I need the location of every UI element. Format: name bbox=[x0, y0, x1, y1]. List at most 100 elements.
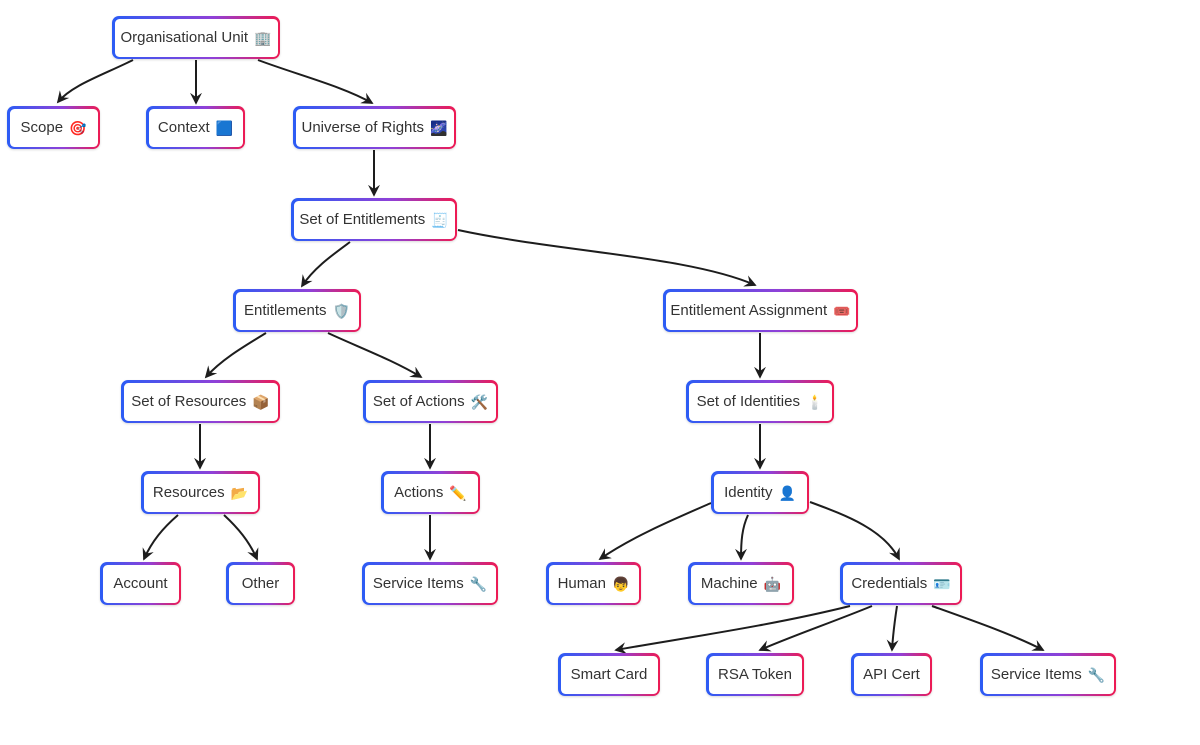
edge-credentials-to-service-items-credentials bbox=[931, 605, 1045, 651]
node-label: Entitlement Assignment bbox=[670, 302, 828, 319]
node-body: Service Items 🔧 bbox=[982, 655, 1114, 694]
node-body: Set of Resources📦 bbox=[123, 382, 278, 421]
edge-credentials-to-smart-card bbox=[614, 605, 851, 655]
node-label: Set of Resources bbox=[131, 393, 247, 410]
edge-organisational-unit-to-universe-of-rights bbox=[257, 59, 374, 104]
node-set-of-actions: Set of Actions 🛠️ bbox=[363, 380, 498, 423]
node-identity: Identity 👤 bbox=[711, 471, 809, 514]
node-body: Credentials 🪪 bbox=[842, 564, 960, 603]
milky-way-icon: 🌌 bbox=[430, 119, 448, 136]
node-rsa-token: RSA Token bbox=[706, 653, 804, 696]
node-body: Entitlement Assignment 🎟️ bbox=[665, 291, 856, 330]
office-building-icon: 🏢 bbox=[254, 29, 272, 46]
node-scope: Scope 🎯 bbox=[7, 106, 100, 149]
node-set-of-resources: Set of Resources📦 bbox=[121, 380, 280, 423]
node-machine: Machine 🤖 bbox=[688, 562, 794, 605]
node-label: Set of Identities bbox=[696, 393, 800, 410]
node-account: Account bbox=[100, 562, 181, 605]
node-service-items-actions: Service Items 🔧 bbox=[362, 562, 498, 605]
node-set-of-entitlements: Set of Entitlements 🧾 bbox=[291, 198, 457, 241]
edge-identity-to-credentials bbox=[809, 501, 900, 561]
candle-icon: 🕯️ bbox=[805, 393, 824, 410]
node-body: Machine 🤖 bbox=[690, 564, 792, 603]
node-body: RSA Token bbox=[708, 655, 802, 694]
node-label: Universe of Rights bbox=[301, 119, 425, 136]
receipt-icon: 🧾 bbox=[431, 211, 449, 228]
node-context: Context🟦 bbox=[146, 106, 245, 149]
node-body: Scope 🎯 bbox=[9, 108, 98, 147]
node-label: Service Items bbox=[990, 666, 1082, 683]
node-body: Resources 📂 bbox=[143, 473, 258, 512]
pencil-icon: ✏️ bbox=[449, 484, 467, 501]
edge-credentials-to-api-cert bbox=[886, 605, 899, 652]
node-label: Organisational Unit bbox=[120, 29, 249, 46]
edge-resources-to-other bbox=[223, 514, 259, 561]
node-body: Other bbox=[228, 564, 293, 603]
node-label: Service Items bbox=[372, 575, 464, 592]
edge-set-of-entitlements-to-entitlement-assignment bbox=[457, 229, 757, 287]
node-entitlement-assignment: Entitlement Assignment 🎟️ bbox=[663, 289, 858, 332]
node-body: Universe of Rights 🌌 bbox=[295, 108, 454, 147]
node-label: Credentials bbox=[851, 575, 928, 592]
edge-entitlements-to-set-of-actions bbox=[327, 332, 423, 378]
node-body: Set of Actions 🛠️ bbox=[365, 382, 496, 421]
node-resources: Resources 📂 bbox=[141, 471, 260, 514]
node-body: Smart Card bbox=[560, 655, 658, 694]
target-icon: 🎯 bbox=[69, 119, 87, 136]
node-body: Identity 👤 bbox=[713, 473, 807, 512]
node-body: Context🟦 bbox=[148, 108, 243, 147]
node-label: API Cert bbox=[863, 666, 920, 683]
node-api-cert: API Cert bbox=[851, 653, 932, 696]
node-label: Scope bbox=[20, 119, 64, 136]
node-credentials: Credentials 🪪 bbox=[840, 562, 962, 605]
shield-icon: 🛡️ bbox=[332, 302, 350, 319]
boy-face-icon: 👦 bbox=[611, 575, 630, 592]
node-universe-of-rights: Universe of Rights 🌌 bbox=[293, 106, 456, 149]
node-label: Set of Entitlements bbox=[299, 211, 426, 228]
node-label: Set of Actions bbox=[372, 393, 465, 410]
bust-silhouette-icon: 👤 bbox=[778, 484, 796, 501]
node-label: Identity bbox=[724, 484, 773, 501]
node-body: Entitlements 🛡️ bbox=[235, 291, 359, 330]
node-body: API Cert bbox=[853, 655, 930, 694]
node-label: RSA Token bbox=[718, 666, 792, 683]
node-body: Set of Identities 🕯️ bbox=[688, 382, 832, 421]
open-folder-icon: 📂 bbox=[230, 484, 249, 501]
node-body: Human 👦 bbox=[548, 564, 639, 603]
edge-entitlements-to-set-of-resources bbox=[204, 332, 267, 379]
robot-icon: 🤖 bbox=[763, 575, 782, 592]
node-actions: Actions ✏️ bbox=[381, 471, 480, 514]
node-smart-card: Smart Card bbox=[558, 653, 660, 696]
edge-group bbox=[56, 59, 1045, 655]
wrench-icon: 🔧 bbox=[1087, 666, 1106, 683]
node-label: Actions bbox=[394, 484, 444, 501]
edge-resources-to-account bbox=[142, 514, 179, 561]
identification-card-icon: 🪪 bbox=[933, 575, 951, 592]
node-body: Account bbox=[102, 564, 179, 603]
wrench-icon: 🔧 bbox=[469, 575, 488, 592]
node-set-of-identities: Set of Identities 🕯️ bbox=[686, 380, 834, 423]
node-body: Organisational Unit 🏢 bbox=[114, 18, 278, 57]
node-body: Set of Entitlements 🧾 bbox=[293, 200, 455, 239]
node-label: Account bbox=[113, 575, 168, 592]
edge-set-of-entitlements-to-entitlements bbox=[301, 241, 351, 288]
node-label: Machine bbox=[700, 575, 758, 592]
node-body: Actions ✏️ bbox=[383, 473, 478, 512]
edge-organisational-unit-to-scope bbox=[56, 59, 134, 104]
node-human: Human 👦 bbox=[546, 562, 641, 605]
admission-ticket-icon: 🎟️ bbox=[833, 302, 851, 319]
node-label: Resources bbox=[152, 484, 225, 501]
node-other: Other bbox=[226, 562, 295, 605]
node-organisational-unit: Organisational Unit 🏢 bbox=[112, 16, 280, 59]
node-service-items-credentials: Service Items 🔧 bbox=[980, 653, 1116, 696]
edge-identity-to-human bbox=[598, 502, 712, 561]
node-label: Entitlements bbox=[244, 302, 327, 319]
hammer-and-wrench-icon: 🛠️ bbox=[470, 393, 489, 410]
node-label: Human bbox=[557, 575, 606, 592]
node-entitlements: Entitlements 🛡️ bbox=[233, 289, 361, 332]
node-label: Other bbox=[241, 575, 280, 592]
node-label: Smart Card bbox=[570, 666, 648, 683]
edge-credentials-to-rsa-token bbox=[758, 605, 873, 652]
